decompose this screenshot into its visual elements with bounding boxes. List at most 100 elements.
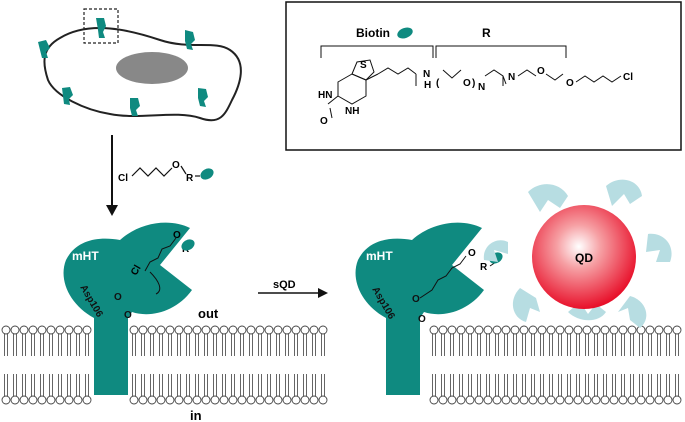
lipid — [19, 374, 29, 405]
lipid — [618, 325, 628, 356]
lipid — [1, 374, 11, 405]
lipid — [429, 325, 439, 356]
lipid — [82, 325, 92, 356]
lipid — [192, 374, 202, 405]
lipid — [282, 374, 292, 405]
lipid — [555, 374, 565, 405]
lipid — [19, 325, 29, 356]
lipid — [147, 325, 157, 356]
lipid — [183, 325, 193, 356]
lipid — [1, 325, 11, 356]
lipid — [510, 325, 520, 356]
lipid — [537, 374, 547, 405]
lipid — [174, 374, 184, 405]
lipid — [55, 374, 65, 405]
lipid — [456, 374, 466, 405]
lipid — [219, 374, 229, 405]
atom-n-amide: N — [508, 72, 515, 83]
linker-chain — [484, 69, 507, 85]
lipid — [64, 325, 74, 356]
lipid — [609, 325, 619, 356]
streptavidin-top-left — [528, 184, 568, 212]
atom-h1: H — [424, 80, 431, 91]
arrow-label: sQD — [273, 279, 296, 291]
protein-name-left: mHT — [72, 249, 99, 263]
lipid — [228, 325, 238, 356]
lipid — [609, 374, 619, 405]
lipid — [201, 374, 211, 405]
lipid — [273, 325, 283, 356]
lipid — [492, 374, 502, 405]
lipid — [291, 374, 301, 405]
lipid — [165, 374, 175, 405]
lipid — [309, 374, 319, 405]
lipid — [291, 325, 301, 356]
streptavidin-right — [646, 233, 672, 262]
structure-box: Biotin R S HN NH O H N ( O ) N N O O Cl — [285, 1, 682, 151]
protein-body-right — [355, 222, 484, 395]
lipid — [438, 374, 448, 405]
lipid — [564, 325, 574, 356]
out-label: out — [198, 306, 219, 321]
protein-o-ester-left: O — [114, 292, 122, 303]
lipid — [156, 374, 166, 405]
protein-o-carbonyl-left: O — [124, 310, 132, 321]
lipid — [663, 374, 673, 405]
r-label: R — [482, 26, 491, 40]
lipid — [264, 374, 274, 405]
lipid — [237, 325, 247, 356]
lipid — [219, 325, 229, 356]
reagent-cl: Cl — [118, 173, 128, 184]
lipid — [447, 325, 457, 356]
streptavidin-left — [483, 240, 508, 262]
lipid — [192, 325, 202, 356]
biotin-icon — [200, 168, 214, 180]
atom-s: S — [360, 60, 367, 71]
lipid — [546, 374, 556, 405]
lipid-bilayer — [1, 325, 682, 405]
protein-o-left: O — [173, 230, 181, 241]
down-arrow — [106, 135, 118, 216]
structure-border — [285, 1, 682, 151]
atom-n1: N — [423, 69, 430, 80]
lipid — [28, 374, 38, 405]
lipid — [129, 325, 139, 356]
lipid — [237, 374, 247, 405]
lipid — [201, 325, 211, 356]
lipid — [273, 374, 283, 405]
lipid — [46, 325, 56, 356]
lipid — [165, 325, 175, 356]
lipid — [501, 374, 511, 405]
atom-nh: NH — [345, 106, 359, 117]
reagent-r: R — [186, 173, 194, 184]
lipid — [627, 325, 637, 356]
atom-cl: Cl — [623, 72, 633, 83]
lipid — [501, 325, 511, 356]
lipid — [519, 325, 529, 356]
atom-o-carbonyl: O — [320, 116, 328, 127]
zoom-box — [83, 8, 119, 44]
lipid — [210, 374, 220, 405]
lipid — [573, 325, 583, 356]
lipid — [282, 325, 292, 356]
lipid — [528, 325, 538, 356]
lipid — [129, 374, 139, 405]
lipid — [663, 325, 673, 356]
lipid — [456, 325, 466, 356]
streptavidin-top-right — [606, 179, 642, 206]
lipid — [636, 325, 646, 356]
lipid — [582, 374, 592, 405]
r-bracket — [435, 45, 567, 58]
lipid — [318, 325, 328, 356]
qd-core — [532, 205, 636, 309]
lipid — [46, 374, 56, 405]
lipid — [573, 374, 583, 405]
ether-chain — [517, 69, 537, 77]
mht-protein-right: mHT Asp106 O R O O — [355, 222, 503, 395]
biotin-icon — [397, 27, 413, 39]
cell-membrane-outline — [43, 27, 242, 122]
biotin-rings — [327, 59, 379, 119]
lipid — [73, 325, 83, 356]
lipid — [246, 374, 256, 405]
lipid — [582, 325, 592, 356]
